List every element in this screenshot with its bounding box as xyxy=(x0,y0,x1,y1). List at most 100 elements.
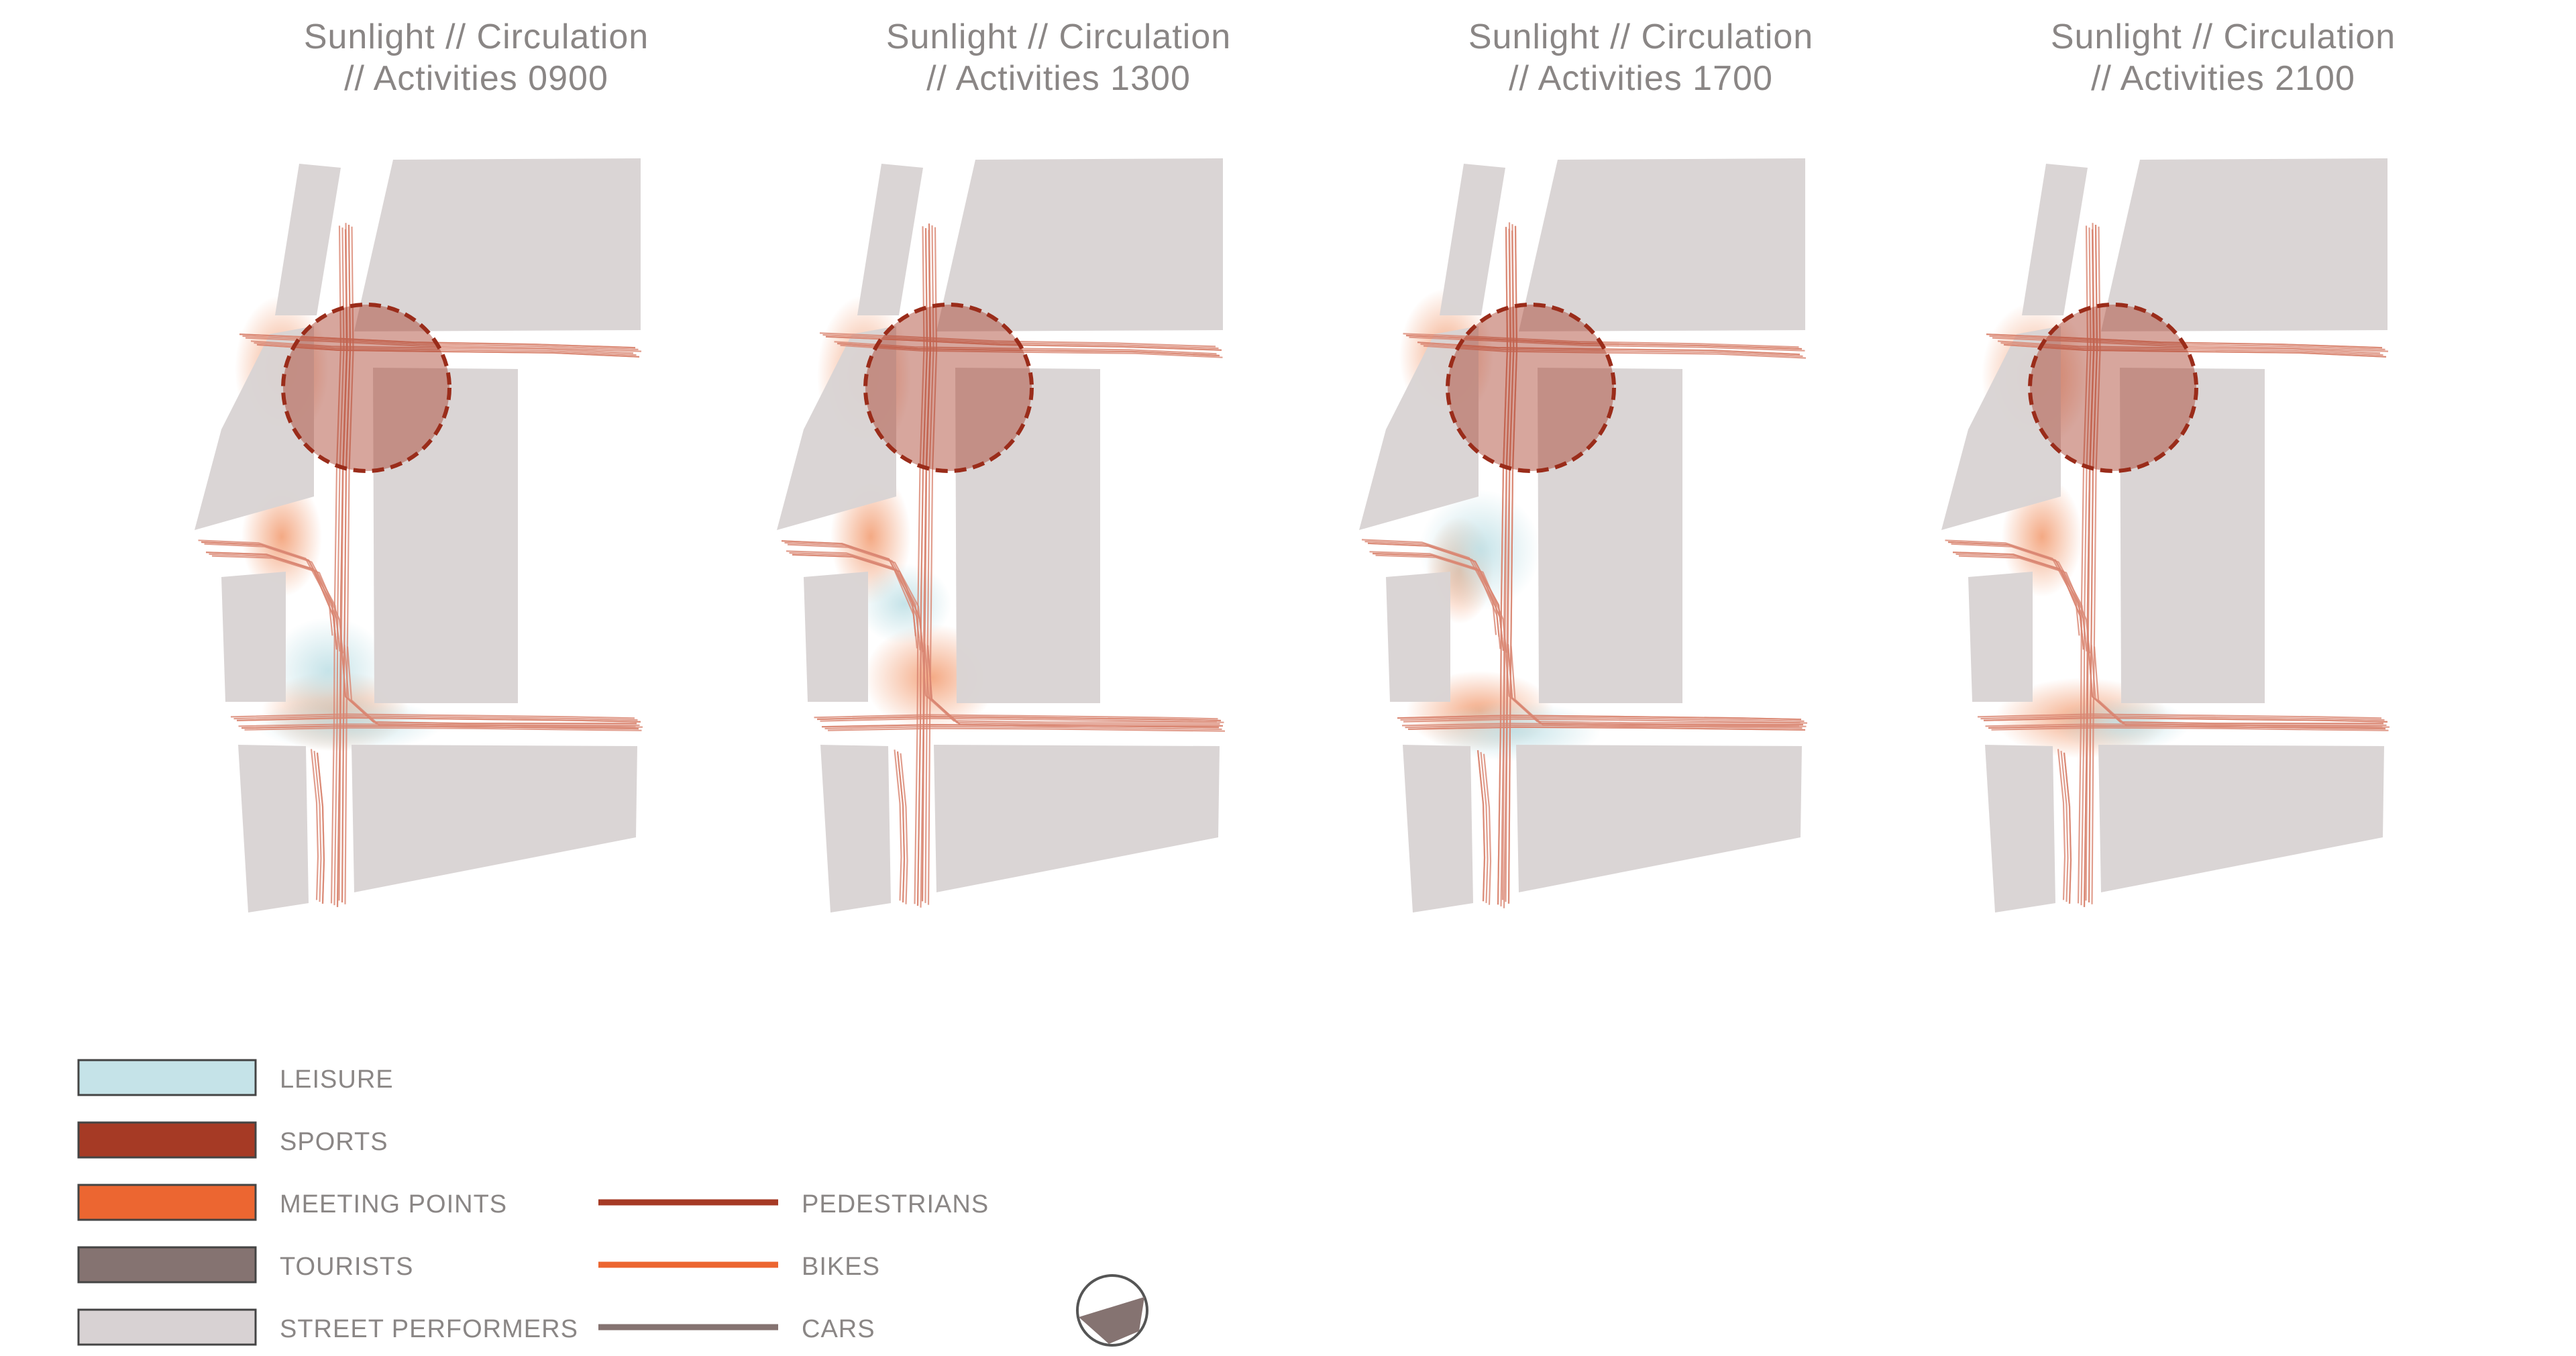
pedestrian-path xyxy=(834,341,1217,355)
pedestrian-path xyxy=(1477,750,1486,902)
pedestrian-path xyxy=(310,749,319,900)
panel-title-line2: // Activities 1300 xyxy=(926,59,1191,98)
building-footprint xyxy=(2022,164,2088,315)
legend-circulation: PEDESTRIANS BIKES CARS xyxy=(598,1190,989,1343)
pedestrian-path xyxy=(1952,552,2085,650)
pedestrian-path xyxy=(2063,752,2072,904)
pedestrian-path xyxy=(1480,751,1489,903)
site-plan-panel: Sunlight // Circulation // Activities 21… xyxy=(1941,17,2396,912)
legend-item-bikes: BIKES xyxy=(598,1253,879,1281)
pedestrian-path xyxy=(1955,553,2088,652)
panel-title-line1: Sunlight // Circulation xyxy=(2051,17,2396,56)
pedestrian-path xyxy=(2085,223,2095,901)
pedestrian-path xyxy=(1945,539,2080,636)
legend-item-meeting-points: MEETING POINTS xyxy=(77,1184,507,1221)
pedestrian-path xyxy=(211,555,344,654)
panel-title-line1: Sunlight // Circulation xyxy=(886,17,1231,56)
site-plan xyxy=(1359,158,1808,912)
compass-needle xyxy=(1079,1297,1144,1344)
pedestrian-path xyxy=(2077,225,2089,904)
pedestrian-path xyxy=(333,227,345,906)
pedestrian-path xyxy=(1507,225,1518,904)
pedestrian-path xyxy=(1505,224,1515,902)
pedestrian-path xyxy=(1986,333,2383,349)
panels-layer: Sunlight // Circulation // Activities 09… xyxy=(195,17,2396,912)
panel-title-line2: // Activities 0900 xyxy=(344,59,608,98)
pedestrian-path xyxy=(822,334,1219,350)
north-arrow-compass-icon xyxy=(1076,1274,1148,1347)
site-plan xyxy=(195,158,643,912)
building-footprint xyxy=(804,572,868,702)
pedestrian-path xyxy=(2000,342,2383,356)
pedestrian-path xyxy=(827,727,1226,732)
building-footprint xyxy=(1968,572,2033,702)
pedestrian-path xyxy=(792,554,924,652)
pedestrian-path xyxy=(2093,646,2390,728)
legend-item-street-performers: STREET PERFORMERS xyxy=(77,1308,578,1346)
legend-label-sports: SPORTS xyxy=(280,1128,388,1156)
pedestrian-path xyxy=(338,223,348,901)
site-plan xyxy=(777,158,1226,912)
building-footprint xyxy=(1538,368,1682,703)
legend-item-sports: SPORTS xyxy=(77,1121,388,1159)
legend-item-cars: CARS xyxy=(598,1315,875,1343)
pedestrian-path xyxy=(230,713,635,719)
pedestrian-path xyxy=(789,552,921,651)
legend-swatch-leisure xyxy=(77,1059,257,1096)
pedestrian-path xyxy=(2003,344,2387,358)
pedestrian-path xyxy=(1403,333,1799,348)
legend-label-pedestrians: PEDESTRIANS xyxy=(802,1190,989,1218)
pedestrian-path xyxy=(894,749,902,901)
building-footprint xyxy=(352,745,637,892)
building-footprint xyxy=(820,745,891,912)
panel-title-line1: Sunlight // Circulation xyxy=(1468,17,1813,56)
pedestrian-path xyxy=(1400,716,1805,722)
pedestrian-path xyxy=(1991,727,2389,731)
pedestrian-path xyxy=(824,725,1222,730)
legend-label-cars: CARS xyxy=(802,1315,875,1343)
pedestrian-path xyxy=(1361,539,1497,635)
legend-item-leisure: LEISURE xyxy=(77,1059,394,1096)
pedestrian-path xyxy=(256,344,640,358)
pedestrian-path xyxy=(1369,551,1501,649)
pedestrian-path xyxy=(250,340,634,354)
pedestrian-path xyxy=(2080,227,2092,906)
legend-activities: LEISURE SPORTS MEETING POINTS TOURISTS S… xyxy=(77,1059,578,1346)
pedestrian-path xyxy=(1372,552,1505,651)
pedestrian-path xyxy=(1958,555,2091,654)
sports-focus-area xyxy=(281,303,451,473)
pedestrian-path xyxy=(236,717,641,723)
pedestrian-path xyxy=(1375,554,1507,653)
pedestrian-path xyxy=(927,227,938,905)
building-footprint xyxy=(2120,368,2265,703)
pedestrian-path xyxy=(819,332,1216,348)
pedestrian-path xyxy=(1483,753,1492,905)
pedestrian-path xyxy=(313,750,322,902)
building-footprint xyxy=(936,158,1223,331)
legend-item-pedestrians: PEDESTRIANS xyxy=(598,1190,989,1218)
pedestrian-path xyxy=(341,224,352,903)
pedestrian-path xyxy=(2060,750,2069,902)
pedestrian-path xyxy=(814,714,1218,720)
pedestrian-path xyxy=(346,646,643,728)
pedestrian-path xyxy=(1980,715,2385,721)
legend-label-tourists: TOURISTS xyxy=(280,1253,413,1281)
building-footprint xyxy=(238,745,309,912)
pedestrian-path xyxy=(1501,222,1512,900)
pedestrian-path xyxy=(840,344,1223,358)
pedestrian-path xyxy=(198,539,333,636)
legend-label-meeting-points: MEETING POINTS xyxy=(280,1190,507,1218)
site-plan-panel: Sunlight // Circulation // Activities 09… xyxy=(195,17,649,912)
pedestrian-path xyxy=(816,715,1222,722)
pedestrian-path xyxy=(896,751,906,903)
legend-swatch-street-performers xyxy=(77,1308,257,1346)
pedestrian-path xyxy=(233,715,638,721)
pedestrian-path xyxy=(2091,226,2101,904)
pedestrian-path xyxy=(1983,717,2388,723)
pedestrian-path xyxy=(837,342,1220,357)
building-footprint xyxy=(934,745,1220,892)
panel-title-line1: Sunlight // Circulation xyxy=(304,17,649,56)
pedestrian-path xyxy=(1497,227,1509,905)
legend-label-leisure: LEISURE xyxy=(280,1065,394,1094)
